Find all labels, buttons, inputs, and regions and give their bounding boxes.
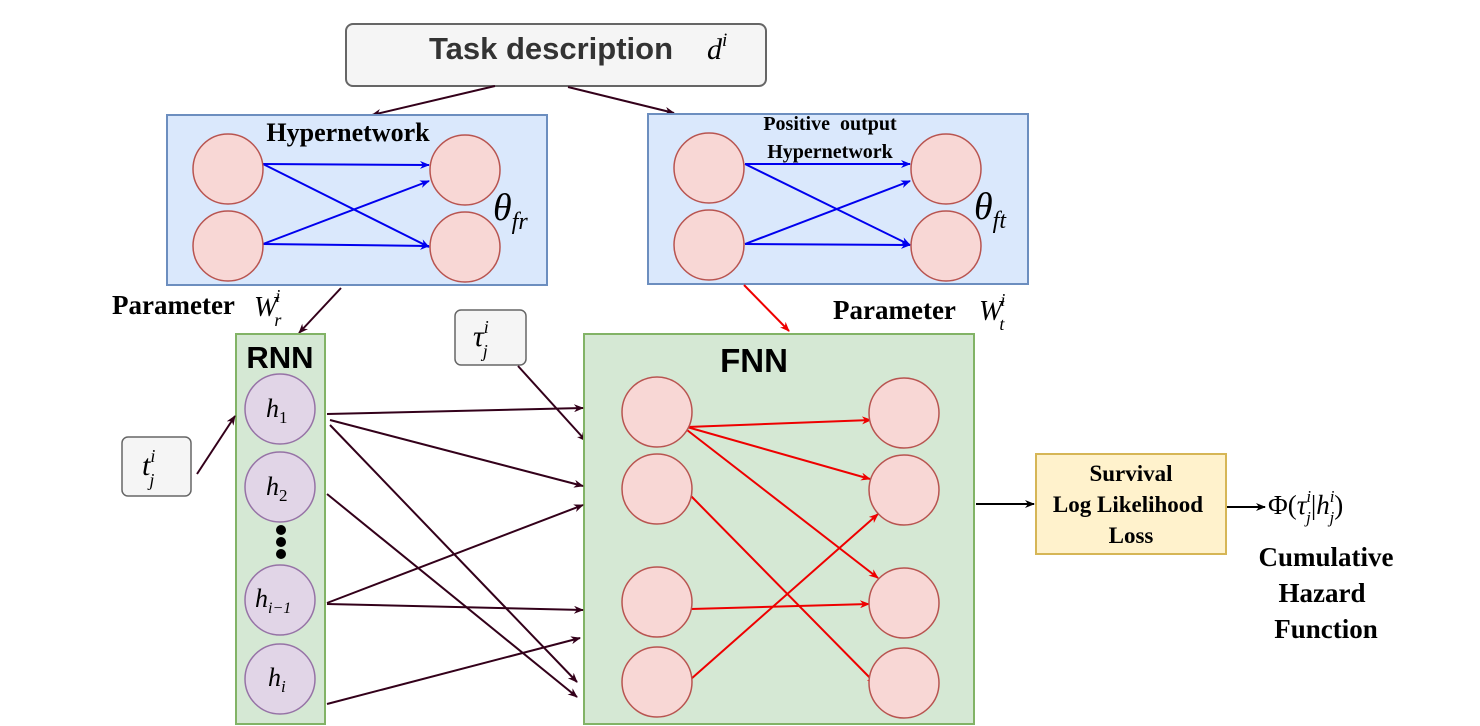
rnn-node-label: hi	[268, 663, 286, 696]
fnn-edge	[686, 416, 872, 428]
positive-hypernetwork-node	[910, 210, 982, 282]
fnn-node	[868, 454, 940, 526]
hypernetwork-title: Hypernetwork	[266, 118, 430, 147]
output-caption-line-3: Function	[1274, 614, 1378, 644]
arrow-task-to-hypernetwork	[371, 85, 496, 117]
arrow-hypernetwork-to-rnn	[298, 287, 342, 334]
rnn-node	[244, 451, 316, 523]
hypernetwork-edge	[262, 241, 430, 250]
rnn-hidden-state-i-minus-1: hi−1	[244, 564, 316, 636]
hypernetwork-node	[192, 210, 264, 282]
rnn-to-fnn-edge	[326, 493, 578, 698]
rnn-to-fnn-edge	[329, 424, 578, 683]
positive-hypernetwork-edge	[744, 180, 911, 245]
rnn-hidden-state-2: h2	[244, 451, 316, 523]
rnn-node-label: hi−1	[255, 584, 291, 617]
fnn-edge	[686, 426, 871, 481]
fnn-node	[868, 567, 940, 639]
arrow-tau-input-to-fnn	[517, 365, 587, 442]
positive-hypernetwork-node	[910, 133, 982, 205]
rnn-to-fnn-edge	[326, 504, 584, 604]
hypernetwork-node	[429, 211, 501, 283]
positive-hypernetwork-layer	[673, 132, 982, 282]
rnn-to-fnn-edge	[329, 419, 584, 488]
rnn-node-label: h1	[266, 394, 288, 427]
output-caption-line-2: Hazard	[1279, 578, 1366, 608]
fnn-node	[621, 566, 693, 638]
hypernetwork-edge	[262, 163, 430, 248]
positive-output-hypernetwork-title-2: Hypernetwork	[767, 141, 893, 163]
fnn-edges	[686, 416, 879, 685]
task-description-symbol: di	[707, 30, 727, 66]
task-description-box	[345, 23, 767, 87]
hypernetwork-layer	[192, 133, 501, 283]
parameter-wr-label: Parameter	[112, 290, 235, 320]
fnn-node	[868, 647, 940, 719]
hypernetwork-node	[429, 134, 501, 206]
rnn-to-fnn-edge	[326, 636, 581, 705]
output-caption-line-1: Cumulative	[1259, 542, 1394, 572]
rnn-title: RNN	[246, 340, 313, 375]
rnn-node	[244, 373, 316, 445]
positive-hypernetwork-edge	[744, 163, 911, 246]
loss-label-line-2: Log Likelihood	[1053, 492, 1203, 517]
fnn-node	[868, 377, 940, 449]
tau-input-box	[454, 309, 527, 366]
rnn-to-fnn-edge	[326, 404, 584, 415]
fnn-edge	[690, 495, 877, 685]
t-input-box	[121, 436, 192, 497]
fnn-edge	[690, 600, 870, 610]
theta-ft-symbol: θft	[974, 186, 1007, 234]
rnn-node	[244, 564, 316, 636]
rnn-to-fnn-edge	[326, 603, 584, 614]
arrow-positive-hypernetwork-to-fnn	[743, 284, 790, 332]
rnn-node-label: h2	[266, 472, 288, 505]
positive-hypernetwork-node	[673, 132, 745, 204]
hypernetwork-node	[192, 133, 264, 205]
theta-fr-symbol: θfr	[493, 187, 528, 235]
fnn-input-layer	[621, 376, 693, 718]
positive-hypernetwork-edge	[744, 240, 911, 249]
rnn-node	[244, 643, 316, 715]
hypernetwork-edge	[262, 160, 430, 169]
arrow-task-to-positive-hypernetwork	[567, 86, 675, 115]
fnn-node	[621, 646, 693, 718]
arrow-t-input-to-rnn	[196, 415, 236, 475]
parameter-wt-label: Parameter	[833, 295, 956, 325]
rnn-hidden-state-1: h1	[244, 373, 316, 445]
fnn-node	[621, 453, 693, 525]
loss-label-line-3: Loss	[1109, 523, 1154, 548]
fnn-node	[621, 376, 693, 448]
rnn-to-fnn-edges	[326, 404, 584, 705]
hypernetwork-edge	[262, 180, 430, 245]
rnn-hidden-state-i: hi	[244, 643, 316, 715]
loss-label-line-1: Survival	[1089, 461, 1172, 486]
fnn-title: FNN	[720, 342, 788, 379]
fnn-edge	[690, 513, 879, 680]
positive-output-hypernetwork-title-1: Positive output	[763, 113, 897, 135]
task-description-label: Task description	[429, 31, 673, 66]
loss-box	[1035, 453, 1227, 555]
positive-hypernetwork-node	[673, 209, 745, 281]
rnn-ellipsis-dots	[276, 525, 286, 559]
fnn-edge	[686, 429, 879, 579]
fnn-output-layer	[868, 377, 940, 719]
